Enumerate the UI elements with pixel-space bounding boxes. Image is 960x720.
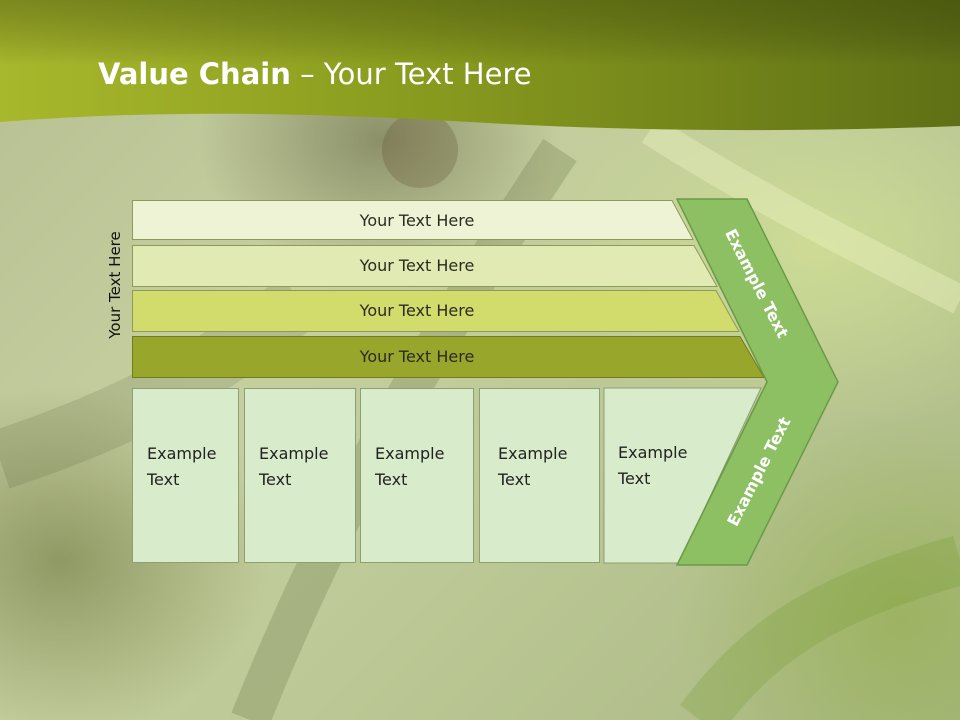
example-box-4-line1: Example xyxy=(498,444,568,463)
bar-2: Your Text Here xyxy=(132,245,718,287)
example-box-2-line1: Example xyxy=(259,444,329,463)
bar-3-label: Your Text Here xyxy=(359,300,475,320)
example-box-5-line1: Example xyxy=(618,443,688,462)
bar-2-label: Your Text Here xyxy=(359,255,475,275)
example-box-5-line2: Text xyxy=(618,469,651,488)
example-box-4-line2: Text xyxy=(498,470,531,489)
bar-2-shape xyxy=(132,245,718,287)
example-box-1-line2: Text xyxy=(147,470,180,489)
slide-title-rest: – Your Text Here xyxy=(290,57,532,91)
bar-1-label: Your Text Here xyxy=(359,210,475,230)
bar-3-shape xyxy=(132,290,740,332)
bar-3: Your Text Here xyxy=(132,290,740,332)
header-band xyxy=(0,0,960,131)
example-box-3-line2: Text xyxy=(375,470,408,489)
bar-1: Your Text Here xyxy=(132,200,694,240)
bar-1-shape xyxy=(132,200,694,240)
example-box-1-line1: Example xyxy=(147,444,217,463)
example-box-3-line1: Example xyxy=(375,444,445,463)
bar-4-label: Your Text Here xyxy=(359,346,475,366)
example-box-2-line2: Text xyxy=(259,470,292,489)
slide-title: Value Chain – Your Text Here xyxy=(98,54,532,94)
slide-title-strong: Value Chain xyxy=(98,57,291,91)
